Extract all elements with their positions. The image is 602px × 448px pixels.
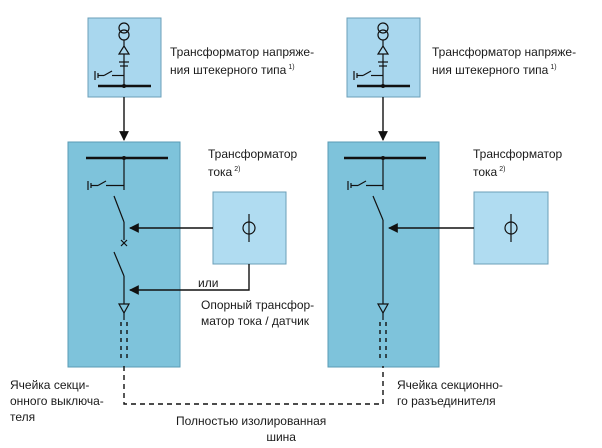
left-cell-label: Ячейка секци- онного выключа- теля [10,377,104,425]
right-sectional-disconnector-cell [327,141,440,368]
bus-label-line1: Полностью изолированная [176,414,327,428]
left-vt-label-line1: Трансформатор напряже- [170,45,315,59]
right-ct-note: 2) [499,166,506,173]
or-label: или [198,276,219,290]
support-ct-label-line1: Опорный трансфор- [201,298,315,312]
right-ct-label-line2: тока [473,165,498,179]
right-vt-note: 1) [550,64,557,71]
left-vt-label-line2: ния штекерного типа [170,63,287,77]
left-cell-label-line3: теля [10,410,36,424]
support-ct-label: Опорный трансфор- матор тока / датчик [201,297,314,329]
left-vt-label: Трансформатор напряже- ния штекерного ти… [170,44,314,78]
bus-label-line2: шина [266,430,296,444]
right-cell-label-line2: го разъединителя [397,394,496,408]
right-vt-label-line1: Трансформатор напряже- [432,45,577,59]
right-current-transformer-box [473,191,549,265]
bus-label: Полностью изолированная шина [176,413,326,445]
right-voltage-transformer-box [346,17,421,98]
left-ct-label-line1: Трансформатор [208,147,298,161]
right-vt-label-line2: ния штекерного типа [432,63,549,77]
right-cell-label: Ячейка секционно- го разъединителя [397,377,503,409]
left-current-transformer-box [212,191,287,265]
left-ct-label-line2: тока [208,165,233,179]
support-ct-label-line2: матор тока / датчик [201,314,310,328]
insulated-bus-dashed [123,366,384,405]
left-vt-note: 1) [288,64,295,71]
right-ct-label-line1: Трансформатор [473,147,563,161]
left-cell-label-line1: Ячейка секци- [10,378,90,392]
left-sectional-breaker-cell [67,141,181,368]
left-ct-note: 2) [234,166,241,173]
left-voltage-transformer-box [87,17,162,98]
right-vt-label: Трансформатор напряже- ния штекерного ти… [432,44,576,78]
left-support-ct-arrow [129,264,250,295]
left-cell-label-line2: онного выключа- [10,394,104,408]
right-cell-label-line1: Ячейка секционно- [397,378,503,392]
